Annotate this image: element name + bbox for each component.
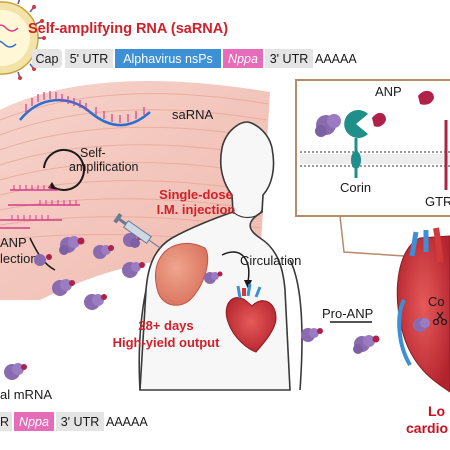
construct-nppa: Nppa [228,52,258,66]
inset-connector [339,215,405,257]
protein-icon [52,279,75,296]
construct-3utr: 3' UTR [270,52,309,66]
anp-peptide-icon [372,90,434,127]
rna-strand-icon [19,91,151,127]
output-label-1: 28+ days [138,318,193,333]
mrna-label: al mRNA [0,387,52,402]
protein-icon [84,294,107,310]
protein-icon [122,262,145,278]
inset-panel: ANP Corin GTR [295,79,450,217]
heart-icon [225,283,277,353]
pro-anp-label: Pro-ANP [322,306,373,321]
construct-nsps: Alphavirus nsPs [123,52,213,66]
output-label-2: High-yield output [113,335,221,350]
co-label: Co [428,294,445,309]
construct-cap: Cap [36,52,59,66]
protein-icon [353,335,380,354]
injection-label-1: Single-dose [159,187,233,202]
corin-enzyme-icon [344,110,368,178]
inset-anp-label: ANP [375,84,402,99]
protein-icon [59,236,85,255]
construct-5utr: 5' UTR [70,52,109,66]
mrna-polya: AAAAA [106,415,148,429]
anp-label-1: ANP [0,235,27,250]
mrna-r: R [0,415,9,429]
sarna-construct: Cap 5' UTR Alphavirus nsPs Nppa 3' UTR A… [32,49,357,68]
bottom-label-2: cardio [406,420,448,436]
lipid-nanoparticle-icon [0,0,46,80]
protein-icon [315,114,341,137]
mrna-construct: R Nppa 3' UTR AAAAA [0,412,148,431]
scissors-icon [432,311,448,326]
self-amp-label-2: amplification [69,160,139,174]
injection-label-2: I.M. injection [157,202,236,217]
anp-label-2: lection [0,251,38,266]
syringe-icon [113,213,161,249]
protein-icon [301,328,323,342]
protein-icon [93,245,114,259]
protein-icon [34,254,52,266]
circulation-label: Circulation [240,253,301,268]
protein-icon [413,318,430,332]
protein-icon [4,363,27,380]
gtr-label: GTR [425,194,450,209]
arrow-circulation [221,251,250,283]
construct-polya: AAAAA [315,52,357,66]
shoulder-muscle-icon [154,243,209,306]
amplified-rna-icon [0,185,80,229]
self-amp-label-1: Self- [80,146,106,160]
mrna-nppa: Nppa [19,415,49,429]
protein-cluster-cell [4,233,145,380]
sarna-label: saRNA [172,107,214,122]
bottom-label-1: Lo [428,403,445,419]
mrna-3utr: 3' UTR [61,415,100,429]
heart-icon [396,227,450,393]
protein-icon [204,271,223,284]
title: Self-amplifying RNA (saRNA) [28,21,228,37]
membrane-icon [300,151,450,167]
corin-label: Corin [340,180,371,195]
